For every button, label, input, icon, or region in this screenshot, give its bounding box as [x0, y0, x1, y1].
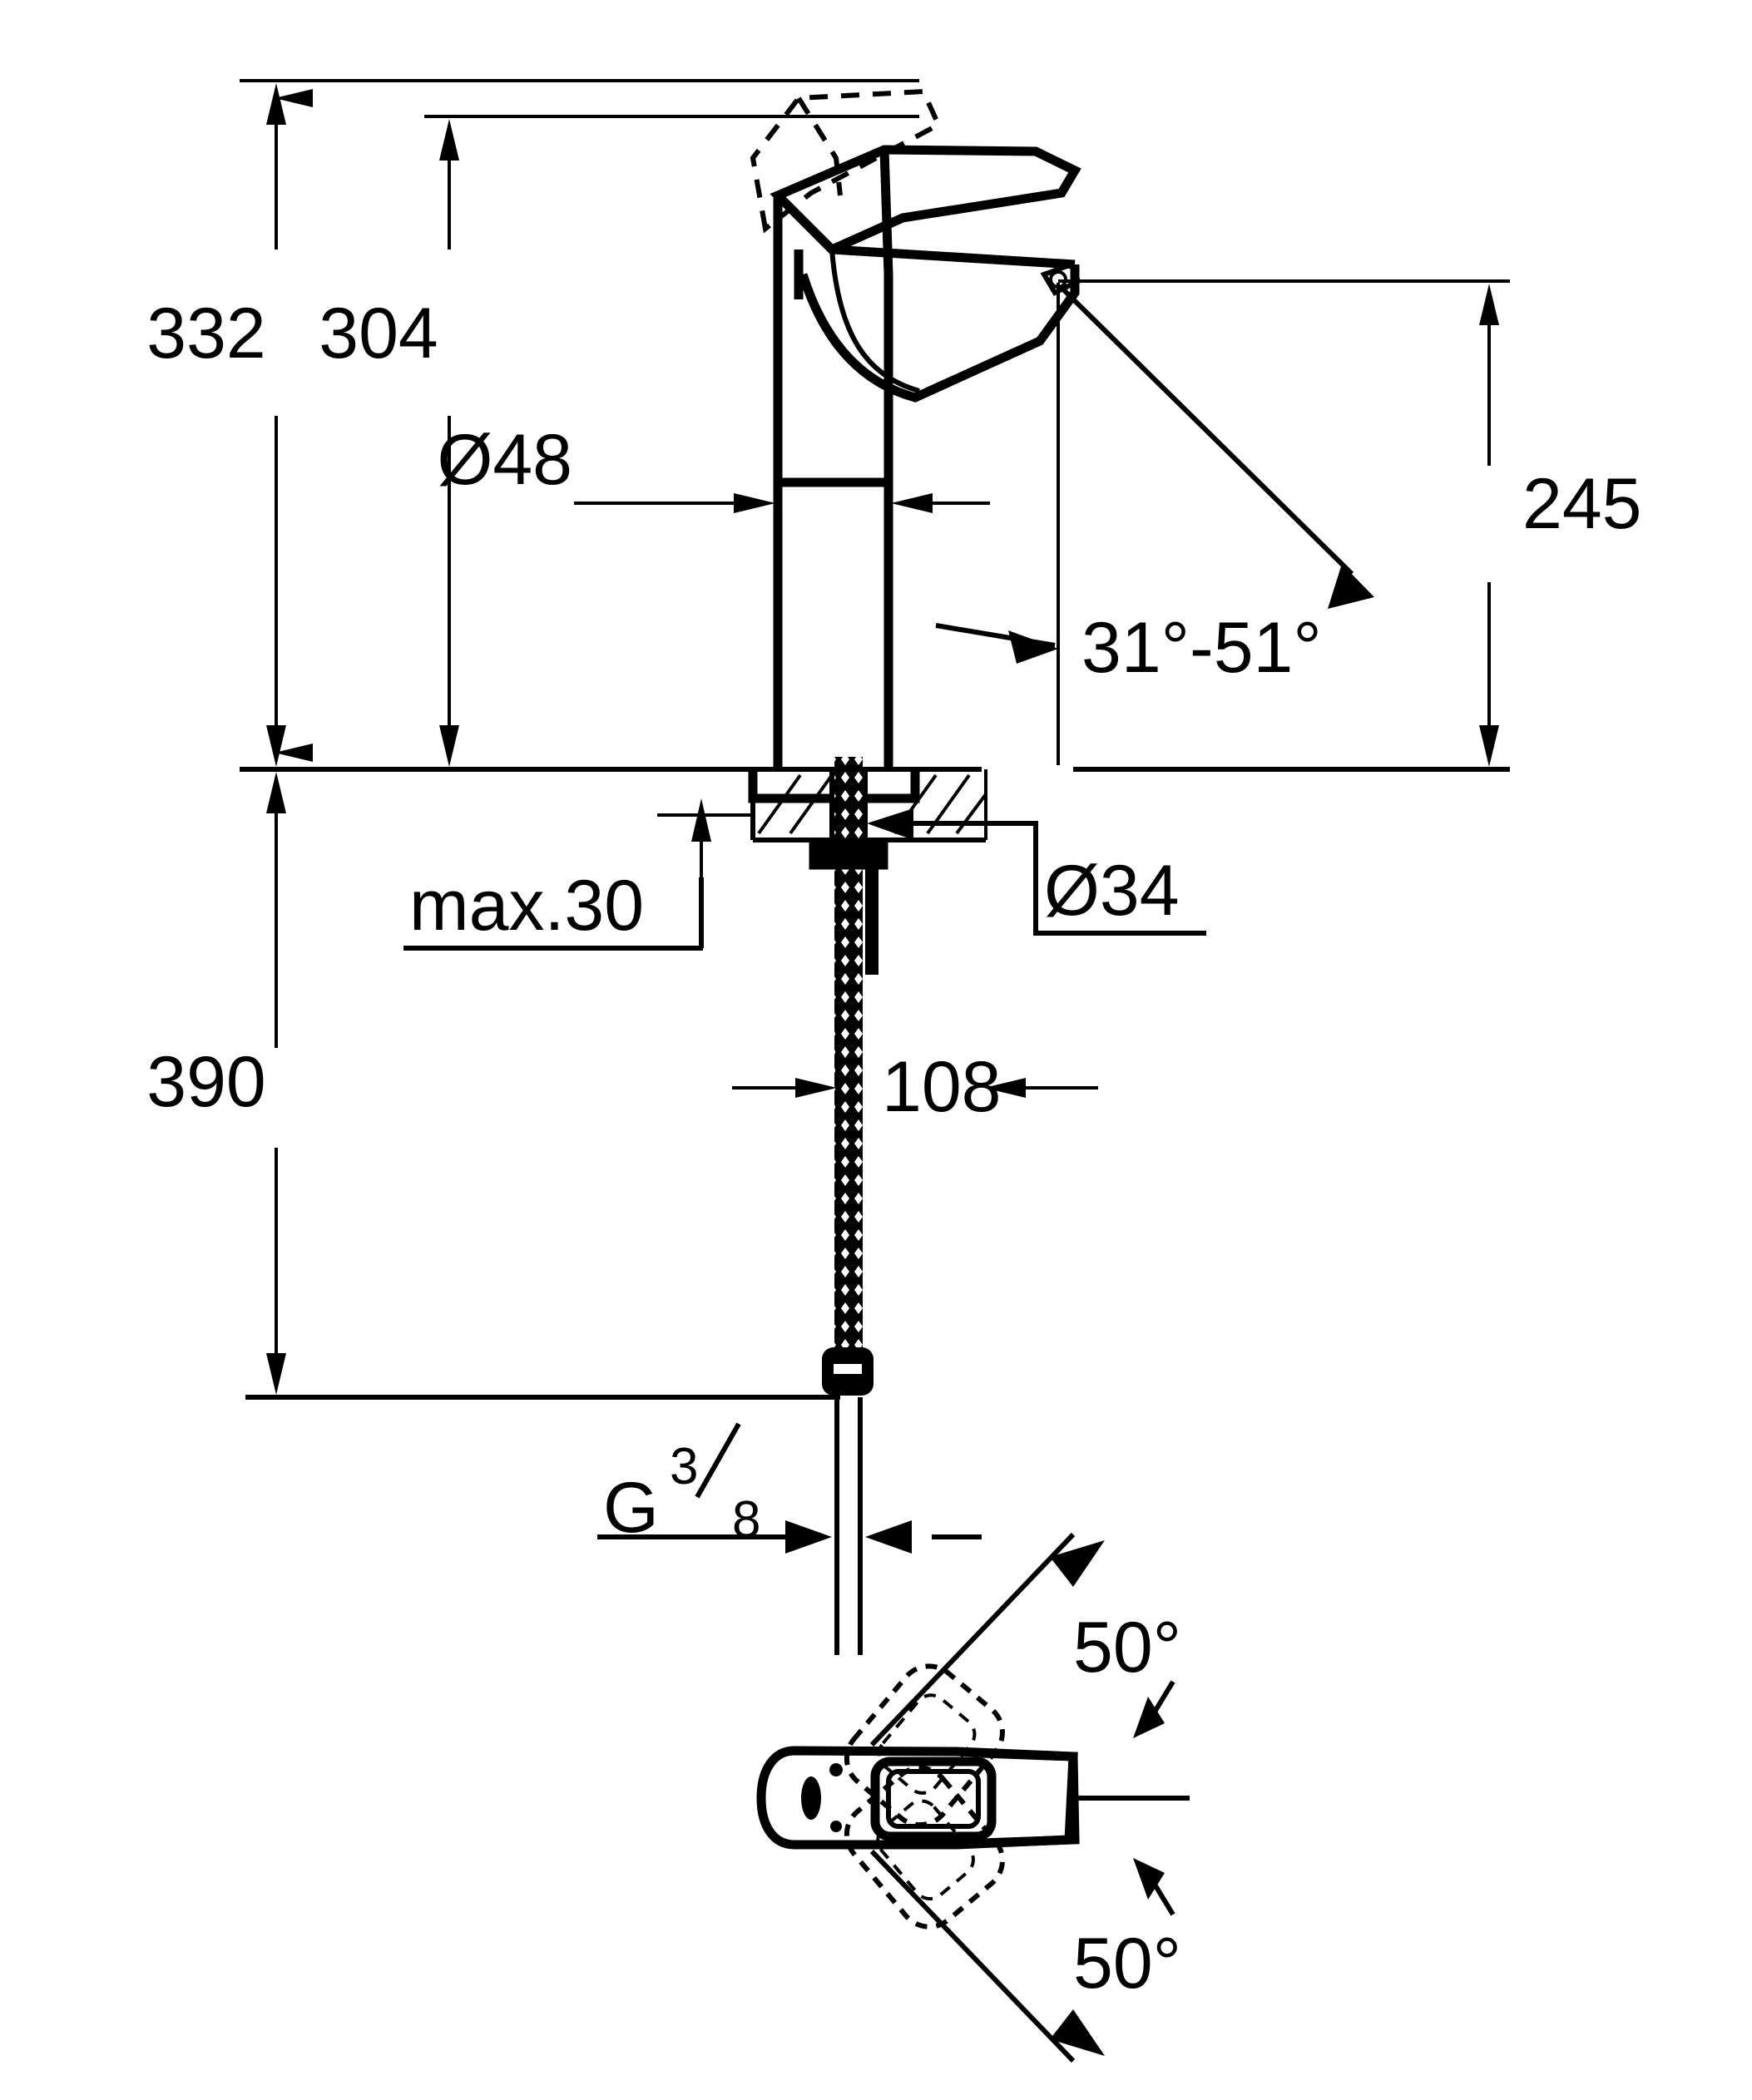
dimension-332: 332	[146, 79, 919, 767]
dimension-label-max30: max.30	[409, 866, 644, 946]
counter-deck	[240, 767, 1510, 842]
dimension-390: 390	[146, 772, 840, 1400]
dimension-108: 108	[732, 1031, 1098, 1127]
plan-body-outline	[756, 1746, 1080, 1850]
faucet-plan-view: 50° 50°	[756, 1532, 1190, 2063]
dimension-label-swivel-bottom: 50°	[1073, 1924, 1181, 2004]
dimension-label-390: 390	[146, 1042, 266, 1122]
dimension-label-lever-angle: 31°-51°	[1081, 608, 1322, 688]
threaded-shank	[809, 757, 888, 1655]
dimension-label-245: 245	[1522, 464, 1642, 544]
dimension-label-swivel-top: 50°	[1073, 1608, 1181, 1687]
dimension-max30: max.30	[403, 798, 753, 951]
hose-connector	[822, 1347, 874, 1396]
lever-raised-dashed	[750, 88, 942, 234]
dimension-label-d34: Ø34	[1044, 851, 1180, 931]
swivel-leader-up	[869, 1532, 1175, 1747]
dimension-label-thread-numerator: 3	[670, 1438, 698, 1495]
dimension-label-332: 332	[146, 294, 266, 373]
faucet-front-elevation	[748, 88, 1081, 803]
dimension-d34: Ø34	[867, 808, 1206, 936]
dimension-245: 245	[1058, 279, 1642, 767]
swivel-leader-down	[869, 1849, 1175, 2063]
dimension-label-thread-denominator: 8	[732, 1491, 760, 1549]
dimension-304: 304	[319, 115, 919, 767]
dimension-label-d48: Ø48	[437, 420, 572, 500]
spout	[798, 249, 1080, 403]
dimension-label-108: 108	[882, 1047, 1002, 1127]
body-column	[773, 477, 893, 769]
dimension-label-thread-letter: G	[603, 1468, 659, 1548]
dimension-thread-g38: G 3 8	[597, 1422, 982, 1584]
mounting-nut	[809, 840, 888, 975]
dimension-lever-angle: 31°-51°	[935, 283, 1322, 765]
dimension-d48: Ø48	[437, 420, 990, 513]
dimension-label-304: 304	[319, 294, 438, 373]
